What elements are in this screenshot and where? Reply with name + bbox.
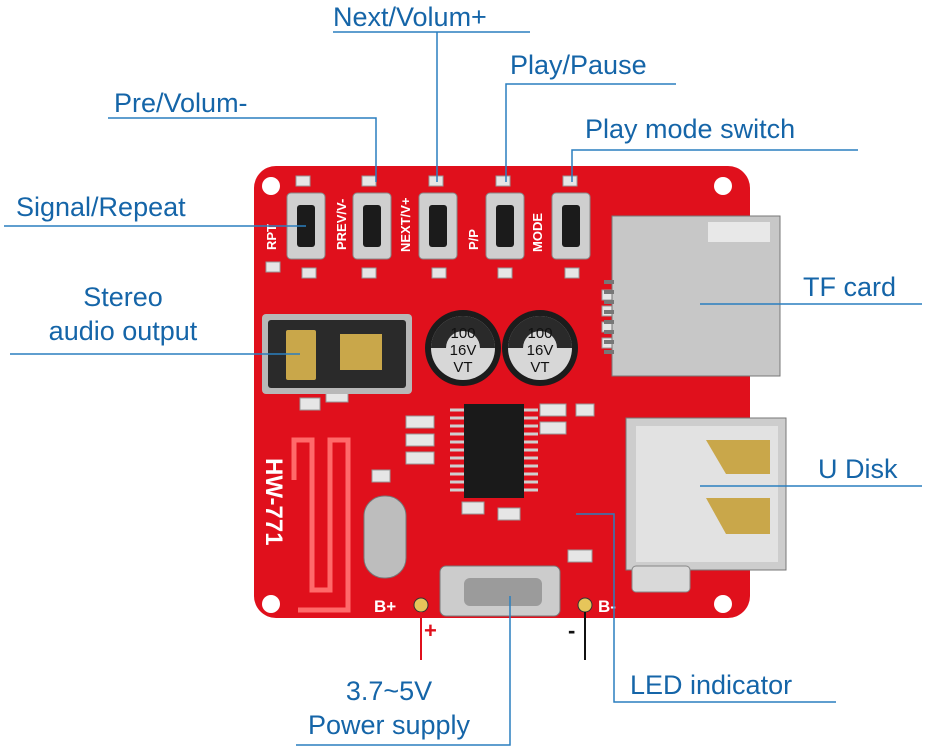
leader-prev — [108, 117, 377, 182]
label-power-supply: 3.7~5V Power supply — [288, 674, 490, 742]
mounting-hole-bottom-right — [714, 595, 732, 613]
antenna-trace — [291, 437, 351, 613]
polarity-minus: - — [568, 618, 576, 643]
leader-led — [576, 513, 836, 703]
silk-mode: MODE — [530, 213, 545, 252]
cap2-text-1: 100 — [527, 325, 552, 342]
silk-bplus: B+ — [374, 597, 396, 616]
silk-next: NEXT/V+ — [398, 197, 413, 252]
label-power-line1: 3.7~5V — [345, 676, 433, 706]
label-play-mode-switch: Play mode switch — [585, 114, 796, 144]
label-stereo-audio-output: Stereo audio output — [18, 280, 228, 348]
label-prev-volume-down: Pre/Volum- — [114, 88, 248, 118]
polarity-plus: + — [424, 618, 437, 643]
pad-bplus — [413, 597, 429, 613]
silk-pp: P/P — [466, 229, 481, 250]
label-stereo-line2: audio output — [48, 316, 198, 346]
capacitor-1 — [425, 310, 501, 386]
leader-mode — [571, 149, 858, 182]
board-model: HW-771 — [260, 458, 287, 546]
pad-bminus — [577, 597, 593, 613]
label-u-disk: U Disk — [818, 454, 898, 484]
cap1-text-2: 16V — [450, 342, 477, 359]
button-mode — [551, 192, 591, 260]
label-play-pause: Play/Pause — [510, 50, 647, 80]
cap1-text-1: 100 — [450, 325, 475, 342]
label-power-line2: Power supply — [307, 710, 471, 740]
ic-chip — [450, 404, 538, 498]
crystal — [363, 495, 407, 579]
leader-power — [296, 596, 511, 746]
silk-rpt: RPT — [264, 224, 279, 250]
silk-prev: PREV/V- — [334, 199, 349, 250]
mounting-hole-bottom-left — [262, 595, 280, 613]
micro-usb-port — [439, 565, 561, 617]
audio-jack — [262, 314, 412, 394]
button-prev — [352, 192, 392, 260]
usb-port — [625, 417, 787, 593]
mounting-hole-top-left — [262, 177, 280, 195]
button-play-pause — [485, 192, 525, 260]
cap2-text-2: 16V — [527, 342, 554, 359]
label-stereo-line1: Stereo — [83, 282, 163, 312]
tf-card-slot — [604, 215, 781, 377]
button-next — [418, 192, 458, 260]
cap1-text-3: VT — [453, 359, 472, 376]
label-led-indicator: LED indicator — [630, 670, 793, 700]
label-tf-card: TF card — [803, 272, 897, 302]
label-next-volume-up: Next/Volum+ — [333, 2, 487, 32]
leader-play — [505, 83, 676, 182]
label-signal-repeat: Signal/Repeat — [16, 192, 186, 222]
cap2-text-3: VT — [530, 359, 549, 376]
capacitor-2 — [502, 310, 578, 386]
silk-bminus: B- — [598, 597, 616, 616]
mounting-hole-top-right — [714, 177, 732, 195]
